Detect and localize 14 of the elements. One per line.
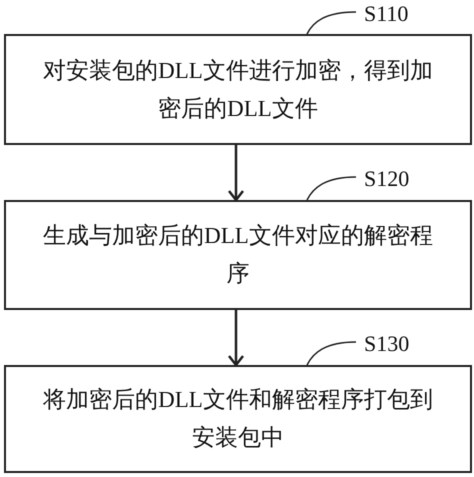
step-number: S120 <box>364 167 410 191</box>
step-text: 生成与加密后的DLL文件对应的解密程序 <box>42 222 434 288</box>
step-number: S130 <box>364 332 410 356</box>
step-text: 将加密后的DLL文件和解密程序打包到安装包中 <box>42 386 434 452</box>
leader-line <box>306 11 356 34</box>
leader-line <box>306 341 356 366</box>
process-box <box>4 34 472 145</box>
arrow <box>228 145 244 202</box>
step-number: S110 <box>364 2 408 26</box>
process-box <box>4 200 472 310</box>
arrow <box>228 310 244 366</box>
process-box <box>4 365 472 473</box>
leader-line <box>306 176 356 200</box>
step-text: 对安装包的DLL文件进行加密，得到加密后的DLL文件 <box>42 56 434 122</box>
